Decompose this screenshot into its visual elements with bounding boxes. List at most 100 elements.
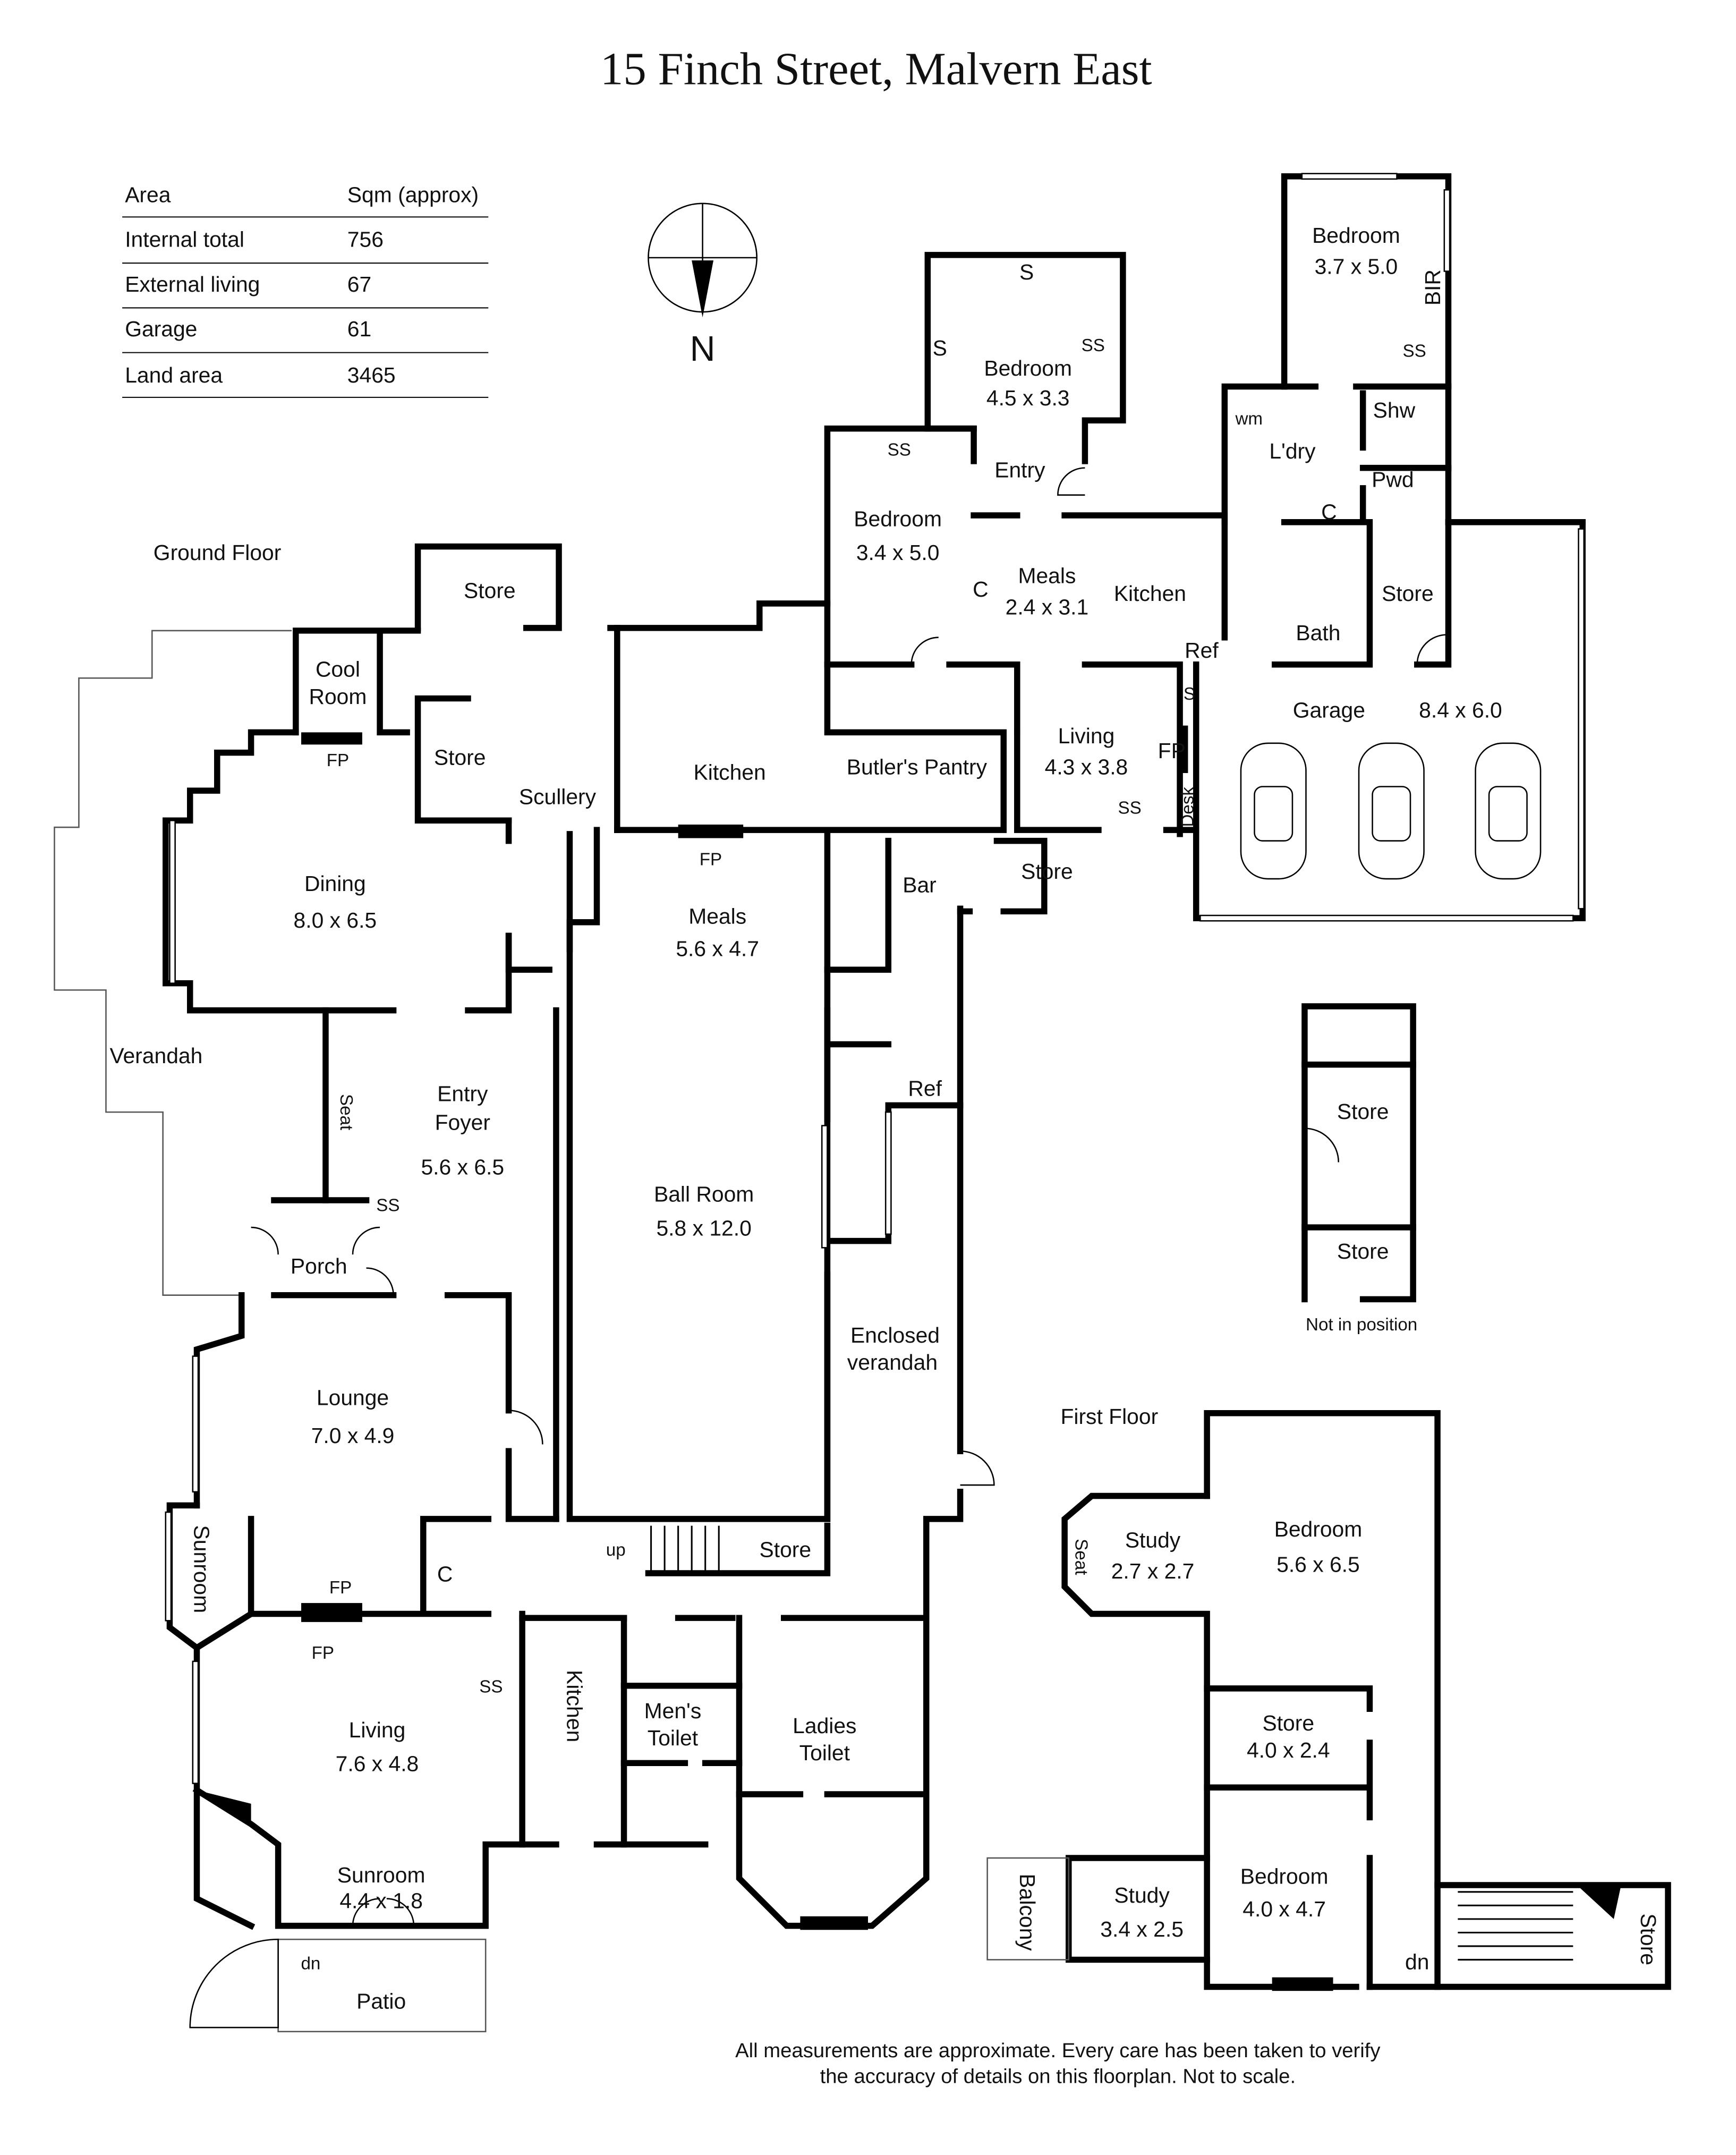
disclaimer: All measurements are approximate. Every … — [735, 2039, 1381, 2062]
up-label: up — [606, 1540, 626, 1560]
room-label: Ladies — [793, 1713, 856, 1738]
room-size: 4.5 x 3.3 — [986, 386, 1070, 410]
room-size: 7.0 x 4.9 — [311, 1423, 395, 1448]
room-label: Foyer — [435, 1110, 490, 1134]
table-row-label: Internal total — [125, 227, 244, 252]
wm-label: wm — [1235, 409, 1263, 429]
room-size: 8.0 x 6.5 — [294, 908, 377, 932]
room-label: Study — [1125, 1528, 1181, 1552]
room-size: 5.6 x 6.5 — [421, 1155, 504, 1180]
fireplace-icon — [301, 732, 362, 745]
room-label: Bedroom — [1240, 1864, 1329, 1888]
fp-label: FP — [1158, 739, 1186, 763]
outbuilding-note: Not in position — [1306, 1315, 1417, 1335]
room-label: Store — [1636, 1913, 1661, 1965]
first-floor-walls — [986, 1410, 1671, 1991]
room-label: verandah — [847, 1350, 938, 1375]
room-size: 8.4 x 6.0 — [1419, 698, 1502, 722]
room-size: 5.8 x 12.0 — [656, 1216, 751, 1240]
room-size: 4.3 x 3.8 — [1045, 755, 1128, 779]
room-label: Sunroom — [337, 1863, 426, 1887]
dn-label: dn — [301, 1954, 320, 1973]
car-icon — [1358, 742, 1425, 880]
car-icon — [1240, 742, 1307, 880]
fp-label: FP — [312, 1643, 334, 1663]
room-label: Meals — [688, 904, 746, 928]
room-size: 4.0 x 2.4 — [1247, 1738, 1330, 1762]
room-label: Kitchen — [694, 760, 766, 785]
s-label: S — [1184, 684, 1195, 704]
disclaimer: the accuracy of details on this floorpla… — [820, 2065, 1296, 2088]
desk-label: Desk — [1178, 787, 1198, 827]
s-label: S — [1019, 260, 1034, 284]
ss-label: SS — [888, 440, 911, 460]
table-row-label: Land area — [125, 363, 223, 387]
floor-label-first: First Floor — [1060, 1404, 1158, 1429]
table-row-value: 61 — [347, 317, 371, 341]
s-label: S — [933, 336, 947, 360]
room-size: 4.0 x 4.7 — [1243, 1897, 1326, 1921]
ss-label: SS — [1403, 341, 1426, 361]
room-labels: Bedroom 3.7 x 5.0 BIR SS Bedroom 4.5 x 3… — [109, 223, 1660, 2013]
room-label: Ball Room — [654, 1182, 754, 1207]
table-row-label: Garage — [125, 317, 197, 341]
room-label: Entry — [994, 457, 1045, 482]
room-label: Room — [309, 684, 367, 709]
room-label: Kitchen — [1114, 581, 1186, 606]
dn-label: dn — [1405, 1949, 1429, 1974]
c-label: C — [1321, 500, 1337, 524]
table-header-area: Area — [125, 182, 171, 207]
seat-label: Seat — [336, 1094, 356, 1130]
room-label: Store — [464, 579, 516, 603]
room-size: 3.7 x 5.0 — [1315, 254, 1398, 279]
room-label: Bedroom — [1274, 1517, 1363, 1541]
room-label: Entry — [437, 1082, 488, 1106]
room-label: Bath — [1296, 621, 1340, 645]
ref-label: Ref — [908, 1076, 942, 1100]
room-label: Meals — [1018, 564, 1076, 588]
room-size: 7.6 x 4.8 — [336, 1752, 419, 1776]
ss-label: SS — [1118, 799, 1142, 818]
outbuilding-store-label: Store — [1337, 1099, 1389, 1124]
room-label: Bedroom — [1312, 223, 1400, 248]
room-label: Store — [434, 745, 486, 770]
c-label: C — [973, 577, 989, 601]
room-size: 2.7 x 2.7 — [1111, 1559, 1195, 1583]
room-label: Pwd — [1372, 467, 1414, 491]
room-label: Lounge — [317, 1385, 389, 1410]
room-label: Sunroom — [189, 1525, 214, 1613]
room-size: 2.4 x 3.1 — [1006, 595, 1089, 619]
room-label: Store — [759, 1537, 811, 1562]
room-size: 4.4 x 1.8 — [339, 1888, 423, 1913]
room-size: 5.6 x 6.5 — [1277, 1552, 1360, 1576]
ss-label: SS — [479, 1677, 503, 1697]
ref-label: Ref — [1185, 638, 1219, 663]
room-label: Enclosed — [850, 1323, 940, 1347]
room-label: Scullery — [519, 785, 597, 809]
room-label: Garage — [1293, 698, 1365, 722]
table-row-value: 67 — [347, 272, 371, 296]
fp-label: FP — [329, 1578, 352, 1598]
room-label: Men's — [644, 1699, 702, 1723]
table-row-value: 3465 — [347, 363, 396, 387]
room-size: 5.6 x 4.7 — [676, 937, 759, 961]
room-label: BIR — [1420, 269, 1445, 306]
ground-floor-walls — [163, 173, 1586, 2032]
outbuilding-stores: Store Store Not in position — [1301, 1003, 1417, 1335]
room-label: Verandah — [109, 1043, 202, 1068]
table-header-sqm: Sqm (approx) — [347, 182, 479, 207]
room-size: 3.4 x 5.0 — [856, 540, 940, 565]
room-label: Balcony — [1015, 1873, 1040, 1951]
ss-label: SS — [376, 1195, 399, 1215]
room-label: Butler's Pantry — [847, 755, 988, 779]
room-label: Living — [1058, 724, 1115, 748]
fp-label: FP — [700, 850, 722, 870]
seat-label: Seat — [1071, 1539, 1091, 1575]
room-label: Bar — [903, 873, 937, 897]
compass-north-icon: N — [648, 202, 758, 369]
room-label: Kitchen — [562, 1670, 586, 1742]
room-label: Store — [1021, 859, 1073, 884]
compass-label: N — [690, 329, 716, 369]
room-label: Study — [1114, 1883, 1170, 1907]
